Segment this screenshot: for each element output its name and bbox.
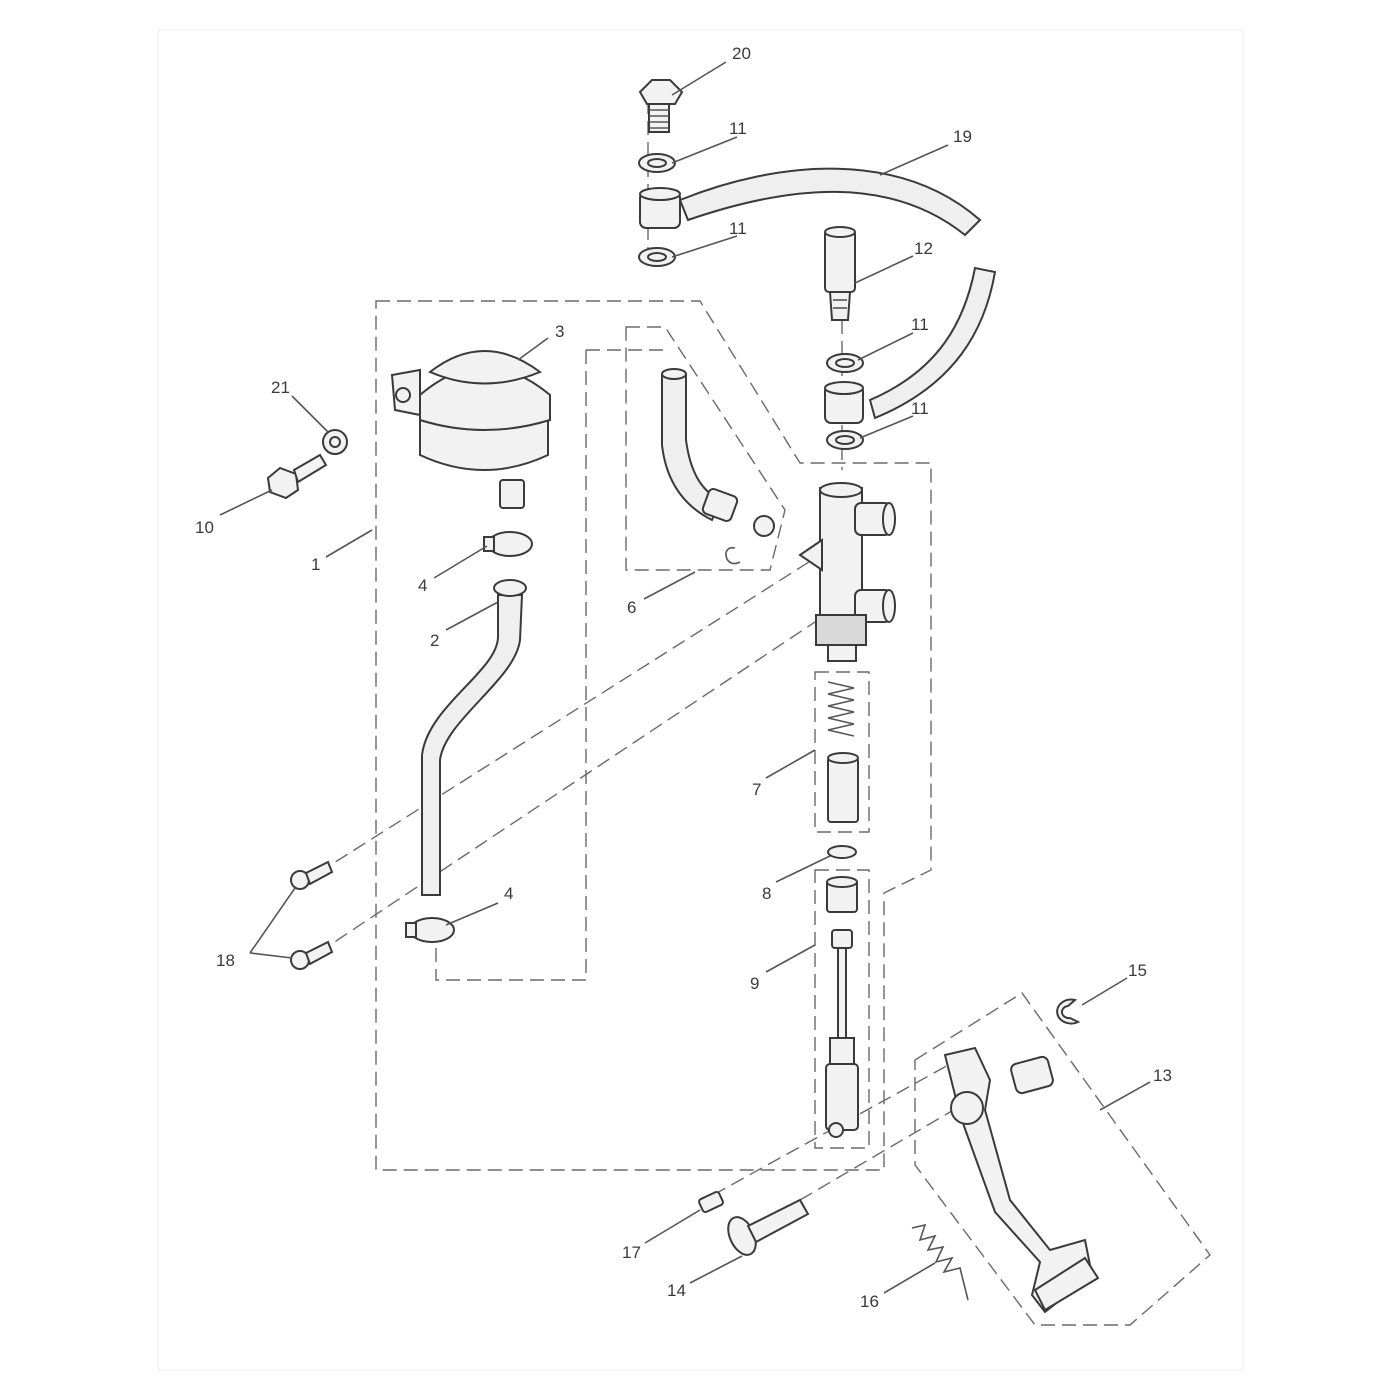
connector-pipe-part bbox=[661, 368, 775, 565]
assembly-outline-pushrod bbox=[814, 869, 870, 1149]
reservoir-bolt-part bbox=[266, 453, 328, 500]
brake-hose-part bbox=[639, 167, 982, 237]
hose-clip-part bbox=[483, 531, 533, 557]
return-spring-part bbox=[911, 1223, 969, 1301]
callout-13: 13 bbox=[1153, 1066, 1172, 1085]
assembly-outline-main bbox=[375, 300, 932, 1171]
callout-11: 11 bbox=[911, 315, 929, 334]
hose-clip-lower-part bbox=[405, 917, 455, 943]
callout-12: 12 bbox=[914, 239, 933, 258]
mounting-screw-lower-part bbox=[290, 940, 334, 970]
callout-20: 20 bbox=[732, 44, 751, 63]
assembly-outline-pipe bbox=[625, 326, 786, 571]
callout-16: 16 bbox=[860, 1292, 879, 1311]
callout-14: 14 bbox=[667, 1281, 686, 1300]
piston-spring-part bbox=[827, 681, 859, 823]
callout-11: 11 bbox=[729, 119, 747, 138]
callout-19: 19 bbox=[953, 127, 972, 146]
callout-11: 11 bbox=[729, 219, 747, 238]
callout-6: 6 bbox=[627, 598, 636, 617]
reservoir-hose-part bbox=[421, 579, 527, 896]
master-cylinder-part bbox=[798, 482, 896, 662]
assembly-outline-hose bbox=[435, 349, 670, 981]
callout-4: 4 bbox=[504, 884, 513, 903]
alignment-line-4 bbox=[799, 1104, 963, 1201]
e-clip-part bbox=[1056, 998, 1081, 1025]
mounting-screw-part bbox=[290, 860, 334, 890]
callout-9: 9 bbox=[750, 974, 759, 993]
callout-7: 7 bbox=[752, 780, 761, 799]
callout-3: 3 bbox=[555, 322, 564, 341]
assembly-outline-pedal bbox=[914, 992, 1211, 1326]
callout-8: 8 bbox=[762, 884, 771, 903]
callout-2: 2 bbox=[430, 631, 439, 650]
callout-15: 15 bbox=[1128, 961, 1147, 980]
reservoir-part bbox=[390, 350, 551, 509]
banjo-bolt-part bbox=[638, 79, 684, 133]
callout-10: 10 bbox=[195, 518, 214, 537]
brake-hose-lower-part bbox=[824, 266, 997, 424]
callout-17: 17 bbox=[622, 1243, 641, 1262]
pivot-bolt-part bbox=[727, 1198, 810, 1256]
circlip-part bbox=[827, 845, 857, 859]
pressure-switch-part bbox=[824, 226, 856, 321]
page-border bbox=[157, 29, 1244, 1371]
leader-lines bbox=[219, 61, 1151, 1294]
callout-4: 4 bbox=[418, 576, 427, 595]
callout-11: 11 bbox=[911, 399, 929, 418]
clevis-pin-part bbox=[698, 1190, 724, 1214]
callout-1: 1 bbox=[311, 555, 320, 574]
alignment-line-2 bbox=[317, 611, 831, 954]
pushrod-part bbox=[825, 876, 859, 1138]
callout-18: 18 bbox=[216, 951, 235, 970]
brake-pedal-part bbox=[943, 1046, 1100, 1314]
callout-21: 21 bbox=[271, 378, 290, 397]
alignment-line-1 bbox=[317, 554, 821, 874]
assembly-outline-spring bbox=[814, 671, 870, 833]
